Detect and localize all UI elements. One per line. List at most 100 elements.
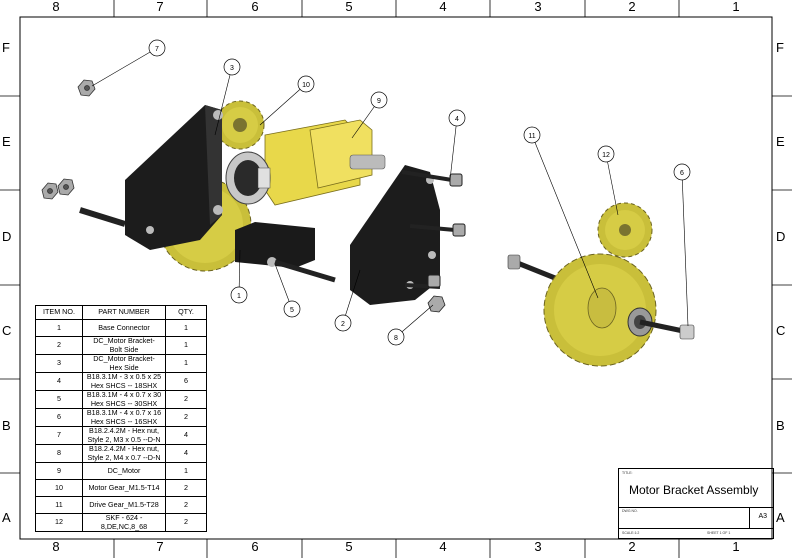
sheet-size: A3 <box>758 513 767 520</box>
bom-item-number: 3 <box>35 354 83 373</box>
zone-row-c-left: C <box>2 323 12 338</box>
sheet-number: SHEET 1 OF 1 <box>707 531 731 535</box>
zone-row-b-right: B <box>776 418 785 433</box>
bracket-bolt-side <box>350 165 440 305</box>
title-block: TITLE: Motor Bracket Assembly DWG NO. A3… <box>618 468 774 539</box>
bom-part-number: B18.3.1M - 3 x 0.5 x 25 Hex SHCS -- 18SH… <box>82 372 166 391</box>
bom-item-number: 7 <box>35 426 83 445</box>
bom-part-number: DC_Motor Bracket- Bolt Side <box>82 336 166 355</box>
bom-quantity: 2 <box>165 479 207 497</box>
socket-screws <box>401 170 466 313</box>
scale: SCALE:1:2 <box>622 531 640 535</box>
motor-gear-top <box>215 100 265 150</box>
bom-item-number: 5 <box>35 390 83 409</box>
balloon-2: 2 <box>341 321 345 328</box>
bom-part-number: B18.2.4.2M - Hex nut, Style 2, M3 x 0.5 … <box>82 426 166 445</box>
zone-row-e-right: E <box>776 134 785 149</box>
bom-header-item: ITEM NO. <box>35 305 83 320</box>
zone-col-8-top: 8 <box>52 0 60 14</box>
zone-col-4-bottom: 4 <box>439 539 447 554</box>
drive-gear-right <box>507 253 695 367</box>
bom-part-number: SKF - 624 - 8,DE,NC,8_68 <box>82 513 166 532</box>
bom-part-number: Motor Gear_M1.5-T14 <box>82 479 166 497</box>
zone-col-5-top: 5 <box>345 0 353 14</box>
zone-col-7-bottom: 7 <box>156 539 164 554</box>
bom-item-number: 4 <box>35 372 83 391</box>
drawing-title: Motor Bracket Assembly <box>629 483 759 497</box>
hex-nut-pair <box>41 178 75 200</box>
zone-col-1-top: 1 <box>732 0 740 14</box>
balloon-4: 4 <box>455 116 459 123</box>
balloon-3: 3 <box>230 65 234 72</box>
bom-quantity: 2 <box>165 496 207 514</box>
zone-row-a-left: A <box>2 510 11 525</box>
balloon-11: 11 <box>528 133 535 140</box>
bom-header-qty: QTY. <box>165 305 207 320</box>
bom-quantity: 1 <box>165 354 207 373</box>
hex-nut-top <box>77 79 96 97</box>
balloon-circles <box>148 39 691 346</box>
balloon-10: 10 <box>302 82 310 89</box>
bom-item-number: 8 <box>35 444 83 463</box>
threaded-rod-left <box>79 207 126 227</box>
bom-item-number: 9 <box>35 462 83 480</box>
bom-header-row: ITEM NO. PART NUMBER QTY. <box>35 305 207 320</box>
balloon-12: 12 <box>602 152 610 159</box>
zone-row-e-left: E <box>2 134 11 149</box>
bom-quantity: 4 <box>165 426 207 445</box>
bom-quantity: 1 <box>165 462 207 480</box>
bom-quantity: 1 <box>165 336 207 355</box>
zone-col-5-bottom: 5 <box>345 539 353 554</box>
zone-col-7-top: 7 <box>156 0 164 14</box>
motor-gear-right <box>597 202 653 258</box>
bom-part-number: B18.2.4.2M - Hex nut, Style 2, M4 x 0.7 … <box>82 444 166 463</box>
bom-quantity: 1 <box>165 319 207 337</box>
bom-part-number: B18.3.1M - 4 x 0.7 x 30 Hex SHCS -- 30SH… <box>82 390 166 409</box>
balloon-8: 8 <box>394 335 398 342</box>
zone-col-2-top: 2 <box>628 0 636 14</box>
bom-quantity: 2 <box>165 513 207 532</box>
zone-row-c-right: C <box>776 323 786 338</box>
balloon-1: 1 <box>237 293 241 300</box>
zone-row-f-right: F <box>776 40 784 55</box>
title-label: TITLE: <box>622 471 633 475</box>
bom-item-number: 2 <box>35 336 83 355</box>
bom-quantity: 4 <box>165 444 207 463</box>
balloon-9: 9 <box>377 98 381 105</box>
bom-item-number: 1 <box>35 319 83 337</box>
bom-item-number: 6 <box>35 408 83 427</box>
bom-item-number: 12 <box>35 513 83 532</box>
bom-part-number: DC_Motor Bracket- Hex Side <box>82 354 166 373</box>
zone-row-d-left: D <box>2 229 12 244</box>
zone-row-f-left: F <box>2 40 10 55</box>
bom-part-number: DC_Motor <box>82 462 166 480</box>
bom-header-part: PART NUMBER <box>82 305 166 320</box>
bom-item-number: 10 <box>35 479 83 497</box>
zone-col-3-top: 3 <box>534 0 542 14</box>
zone-row-d-right: D <box>776 229 786 244</box>
bom-quantity: 2 <box>165 408 207 427</box>
zone-col-1-bottom: 1 <box>732 539 740 554</box>
zone-col-4-top: 4 <box>439 0 447 14</box>
bracket-hex-side <box>125 105 223 250</box>
bom-item-number: 11 <box>35 496 83 514</box>
bom-part-number: B18.3.1M - 4 x 0.7 x 16 Hex SHCS -- 16SH… <box>82 408 166 427</box>
balloon-5: 5 <box>290 307 294 314</box>
zone-col-6-bottom: 6 <box>251 539 259 554</box>
zone-col-3-bottom: 3 <box>534 539 542 554</box>
bom-part-number: Drive Gear_M1.5-T28 <box>82 496 166 514</box>
zone-col-2-bottom: 2 <box>628 539 636 554</box>
